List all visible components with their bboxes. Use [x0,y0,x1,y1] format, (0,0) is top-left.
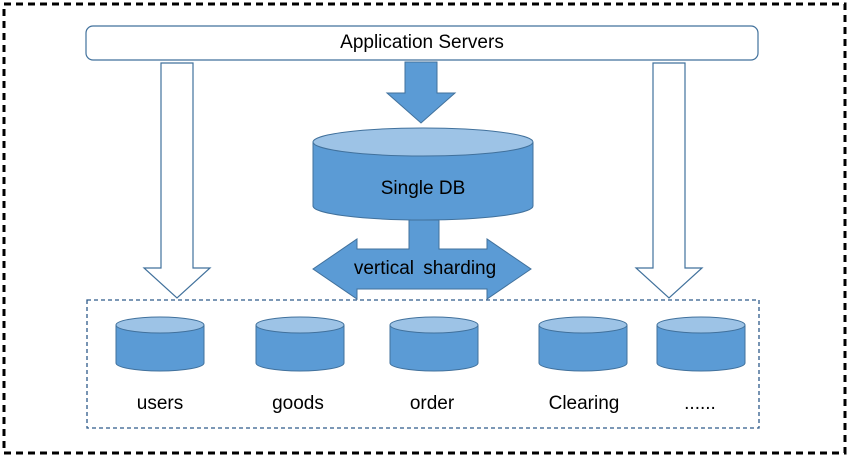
shard-label-clearing: Clearing [548,393,620,414]
left-down-arrow [142,62,212,299]
application-servers-label: Application Servers [340,32,504,53]
shard-db-clearing [538,316,628,372]
shard-db-order [389,316,479,372]
shard-label-more: ...... [684,393,716,414]
single-db-label: Single DB [380,178,466,199]
shard-label-users: users [136,393,184,414]
right-down-arrow [634,62,704,299]
application-servers-box [85,25,759,61]
shard-group-box [86,299,760,429]
shard-db-more [656,316,746,372]
single-db-cylinder [312,127,534,221]
shard-db-users [115,316,205,372]
shard-label-goods: goods [272,393,324,414]
shard-label-order: order [409,393,455,414]
shard-db-goods [255,316,345,372]
vertical-sharding-label: vertical sharding [353,258,497,279]
center-down-arrow [385,61,457,124]
sharding-double-arrow [312,219,532,300]
